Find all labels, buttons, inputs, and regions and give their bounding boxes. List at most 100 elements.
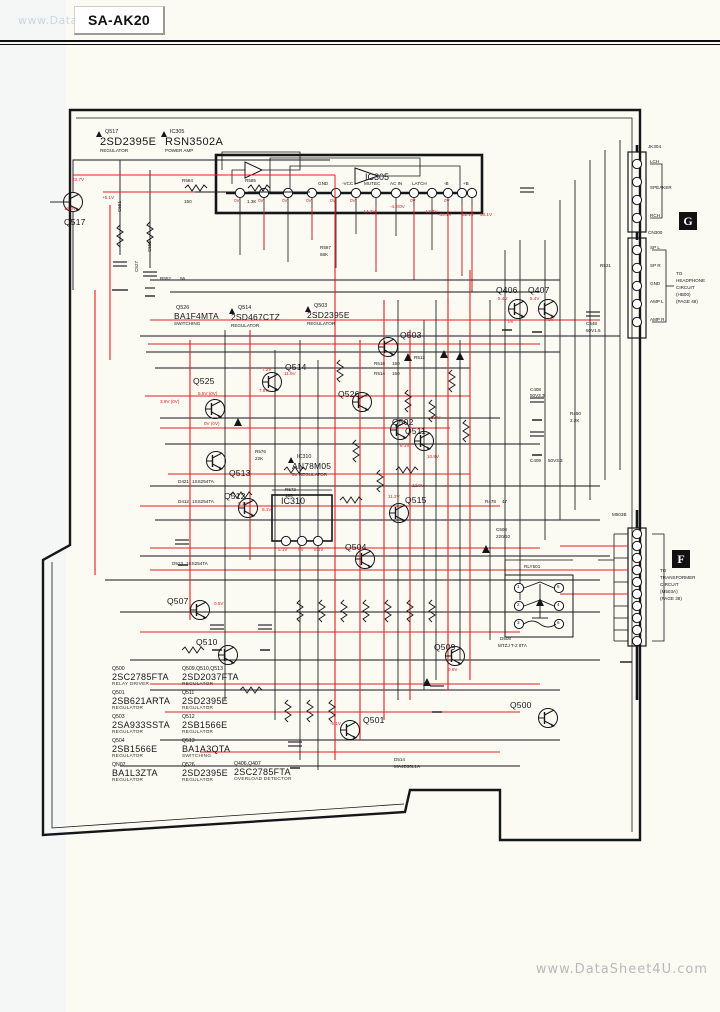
transistor-label-q501: Q501 [363,715,385,725]
watermark-bottom: www.DataSheet4U.com [535,962,708,977]
capacitor-label-c408: C408 [530,387,541,392]
voltage-q525-b: 0V (0V) [204,421,220,426]
connector-label-m503b: M503B [612,512,627,517]
ic305-block-label: IC305 [365,172,390,182]
legend-part: BA1A3QTA [182,744,231,754]
resistor-label-r518: R518 [374,361,385,366]
capacitor-label-c527: C527 [134,261,139,272]
legend-ref: Q503 [112,714,125,720]
capacitor-label-c409: C409 [530,458,541,463]
legend-func: REGULATOR [112,778,144,783]
voltage-q406-b: 5.4V [498,296,508,301]
marker-f-caption-0: TO [660,568,667,573]
ic305-pin-name-mutec: MUTEC [364,181,381,186]
ic305-pin-voltage-1: 33.1V [480,212,493,217]
legend-entry: Q509,Q510,Q513 2SD2037FTA REGULATOR [182,666,262,687]
legend-part: 2SD2037FTA [182,672,239,682]
jk304-pin-rch: RCH [650,213,660,218]
ic305-pin-name-acin: AC IN [390,181,403,186]
capacitor-value-c548: 50V1.5 [586,328,601,333]
voltage-q507-c: 0.5V [214,601,224,606]
capacitor-label-c548: C548 [586,321,597,326]
callout-func-q514: REGULATOR [231,323,260,328]
voltage-q514-e: 7.8V [259,388,269,393]
resistor-value-r576: 22K [255,456,264,461]
resistor-label-r576: R576 [255,449,266,454]
transistor-label-q406: Q406 [496,285,518,295]
ic305-pin-voltage-7: -4.2/0V [390,204,405,209]
legend-func: REGULATOR [112,730,144,735]
jk304-pin-lch: LCH [650,159,660,164]
voltage-q512-b: 8.1V [262,507,272,512]
legend-part: 2SB621ARTA [112,696,171,706]
legend-part: 2SD2395E [182,696,228,706]
connector-label-jk304: JK304 [648,144,662,149]
capacitor-label-c552: C552 [147,241,152,252]
ic305-pin-voltage-3: -33.1V [438,212,452,217]
warning-triangle-q503 [305,306,311,312]
legend-func: OVERLOAD DETECTOR [234,777,292,782]
ic310-block-label: IC310 [281,496,306,506]
relay-pin-5: 5 [557,584,560,589]
ic305-pin-voltage-14: 0V [234,198,240,203]
legend-part: BA1L3ZTA [112,768,158,778]
marker-f-caption-1: TRANSFORMER [660,575,696,580]
callout-part-q514: 2SD467CTZ [231,312,281,322]
resistor-label-r514: R514 [374,371,385,376]
legend-ref: Q511 [182,690,195,696]
ic305-pin-voltage-6: 0V [410,198,416,203]
legend-part: 2SC2785FTA [112,672,169,682]
relay-pin-1: 1 [517,584,520,589]
ic305-pin-voltage-8: -14.2V [362,209,376,214]
transistor-label-q526: Q526 [338,389,360,399]
resistor-value-r450: 2.2K [570,418,580,423]
callout-part-q517: 2SD2395E [100,136,157,148]
legend-entry: Q501 2SB621ARTA REGULATOR [112,690,188,711]
transistor-label-q514: Q514 [285,362,307,372]
resistor-label-r587: R587 [320,245,331,250]
legend-entry: Q512 2SB1566E REGULATOR [182,714,262,735]
resistor-value-r514: 150 [392,371,400,376]
marker-g-caption-2: CIRCUIT [676,285,695,290]
callout-func-q517: REGULATOR [100,148,129,153]
ic310-pin-voltage-2: 5.1V [278,547,288,552]
marker-g-caption-3: (HB00) [676,292,691,297]
resistor-label-r478: R552 [160,276,171,281]
voltage-q509-b: 0.9V [448,667,458,672]
legend-func: REGULATOR [112,754,144,759]
transistor-label-q511: Q511 [405,426,426,436]
legend-ref: Q504 [112,738,125,744]
diode-label-d421: D421 [178,479,189,484]
voltage-q511-e: 10.8V [427,454,440,459]
callout-ref-q514: Q514 [238,305,252,311]
callout-ref-q503: Q503 [314,303,328,309]
resistor-label-r572: R572 [285,487,296,492]
ic310-pin-voltage-1: 8.1V [314,547,324,552]
ic305-pin-voltage-11: 0V [306,198,312,203]
relay-pin-6: 6 [557,620,560,625]
voltage-q407-e: 0V [548,317,554,322]
legend-ref: Q526 [182,762,195,768]
legend-ref: Q501 [112,690,125,696]
diode-part-d523: 1SS254TA [186,561,208,566]
diode-part-d508: MTZJ T-2 8TA [498,643,527,648]
callout-func-q503: REGULATOR [307,321,336,326]
voltage-q517-c: 23.7V [72,177,85,182]
diode-label-d412: D412 [178,499,189,504]
resistor-label-r584: R584 [182,178,193,183]
legend-ref: Q513 [182,738,195,744]
legend-func: REGULATOR [112,706,144,711]
transistor-label-q500: Q500 [510,700,532,710]
jk304-pin-speaker: SPEAKER [650,185,672,190]
relay-label-rly501: RLY501 [524,564,541,569]
ic305-pin-voltage-9: 0V [350,198,356,203]
legend-ref: Q500 [112,666,125,672]
voltage-q501-c: -5.1V [330,721,341,726]
voltage-q514-b: 7.2V [262,367,272,372]
resistor-label-r512: R512 [414,355,425,360]
resistor-value-r587: 68K [320,252,329,257]
diode-part-d412: 1SS254TA [192,499,214,504]
transistor-label-q510: Q510 [196,637,218,647]
